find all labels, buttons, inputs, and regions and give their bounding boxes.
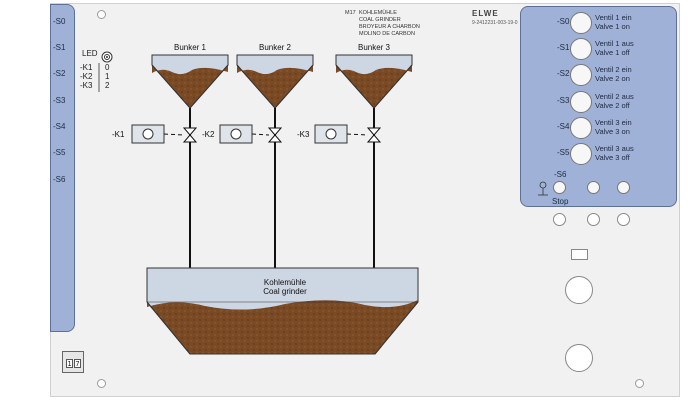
valve-1-icon [182, 127, 198, 143]
led-row-name: -K3 [80, 81, 93, 90]
valve-2-off-button[interactable] [570, 91, 592, 113]
button-s4-label: -S4 [557, 122, 570, 131]
left-button-s0[interactable]: -S0 [53, 17, 66, 26]
brand-logo: ELWE [472, 9, 499, 18]
panel-button[interactable] [553, 213, 566, 226]
stop-label: Stop [552, 197, 569, 206]
stop-symbol-icon [538, 181, 548, 196]
valve-3-icon [366, 127, 382, 143]
left-button-s3[interactable]: -S3 [53, 96, 66, 105]
control-button-panel [520, 6, 677, 207]
actuator-2-icon [219, 124, 270, 144]
led-label: LED [82, 49, 98, 58]
led-row-value: 1 [105, 72, 110, 81]
left-button-strip [50, 4, 75, 332]
left-button-s6[interactable]: -S6 [53, 175, 66, 184]
valve-1-off-button[interactable] [570, 38, 592, 60]
led-row-value: 2 [105, 81, 110, 90]
title-line-fr: BROYEUR A CHARBON [359, 24, 420, 30]
stop-button[interactable] [553, 181, 566, 194]
valve-3-on-button[interactable] [570, 117, 592, 139]
button-s6-label: -S6 [554, 170, 567, 179]
mounting-hole [97, 10, 106, 19]
left-button-s1[interactable]: -S1 [53, 43, 66, 52]
counter-digit: 7 [74, 359, 81, 368]
actuator-1-icon [131, 124, 185, 144]
coal-grinder [146, 267, 419, 355]
bunker-2 [236, 54, 314, 109]
left-button-s5[interactable]: -S5 [53, 148, 66, 157]
mounting-hole [97, 379, 106, 388]
panel-button[interactable] [617, 213, 630, 226]
button-s3-label: -S3 [557, 96, 570, 105]
title-line-en: COAL GRINDER [359, 17, 401, 23]
grinder-label-de: Kohlemühle [263, 278, 307, 287]
round-socket [565, 276, 593, 304]
connector-slot [571, 249, 588, 260]
actuator-3-icon [314, 124, 369, 144]
led-row-name: -K1 [80, 63, 93, 72]
left-button-s4[interactable]: -S4 [53, 122, 66, 131]
spare-button[interactable] [587, 181, 600, 194]
title-line-de: KOHLEMÜHLE [359, 10, 397, 16]
round-socket [565, 344, 593, 372]
valve-2-icon [267, 127, 283, 143]
button-s2-label: -S2 [557, 69, 570, 78]
bunker-1 [151, 54, 229, 109]
grinder-label-en: Coal grinder [263, 287, 307, 296]
button-s5-label: -S5 [557, 148, 570, 157]
button-s1-label: -S1 [557, 43, 570, 52]
counter-digit: 1 [66, 359, 73, 368]
title-line-es: MOLINO DE CARBON [359, 31, 415, 37]
valve-2-on-button[interactable] [570, 64, 592, 86]
led-row-value: 0 [105, 63, 110, 72]
motor-3-label: -K3 [297, 130, 310, 139]
bunker-3-label: Bunker 3 [357, 43, 391, 52]
motor-1-label: -K1 [112, 130, 125, 139]
bunker-3 [335, 54, 413, 109]
bunker-2-label: Bunker 2 [258, 43, 292, 52]
module-code: M17 [345, 10, 356, 16]
valve-1-on-button[interactable] [570, 12, 592, 34]
grinder-label: Kohlemühle Coal grinder [225, 278, 345, 296]
led-row-name: -K2 [80, 72, 93, 81]
button-s0-label: -S0 [557, 17, 570, 26]
valve-3-off-button[interactable] [570, 143, 592, 165]
bunker-1-label: Bunker 1 [173, 43, 207, 52]
panel-button[interactable] [587, 213, 600, 226]
spare-button[interactable] [617, 181, 630, 194]
led-icon [101, 51, 113, 63]
part-number: 9-2412231-003-19-0 [472, 20, 518, 26]
mounting-hole [635, 379, 644, 388]
left-button-s2[interactable]: -S2 [53, 69, 66, 78]
digit-counter: 1 7 [62, 351, 84, 373]
motor-2-label: -K2 [202, 130, 215, 139]
